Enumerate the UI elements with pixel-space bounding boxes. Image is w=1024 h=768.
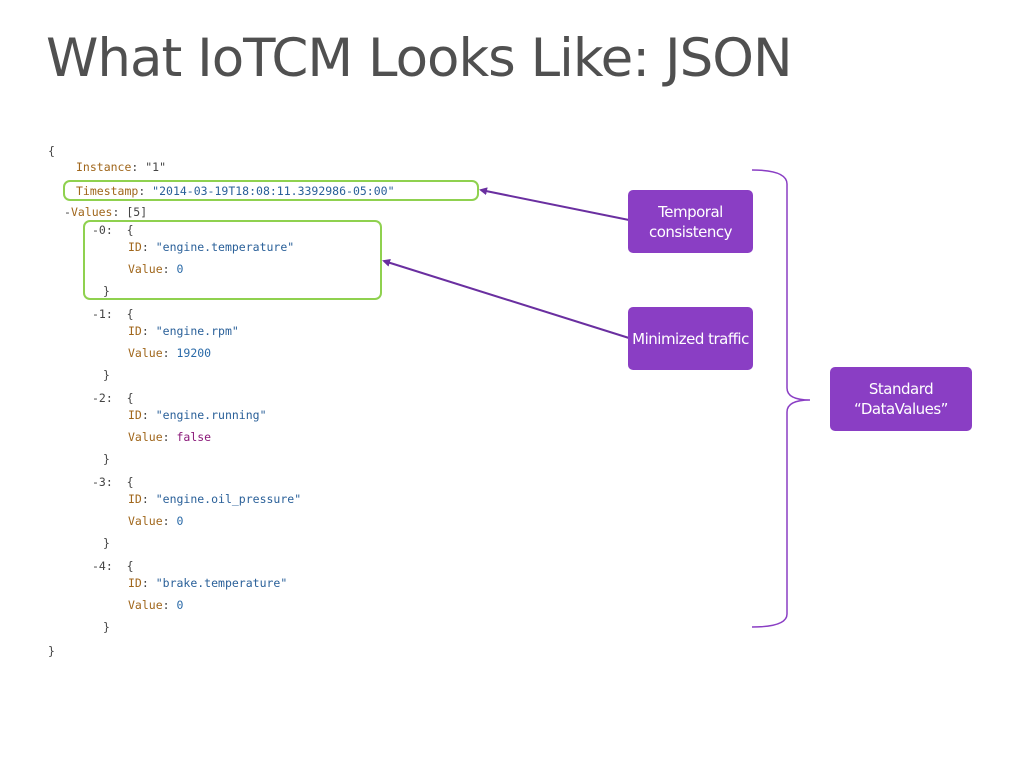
item-index[interactable]: -1: xyxy=(92,307,113,321)
json-timestamp-line: Timestamp: "2014-03-19T18:08:11.3392986-… xyxy=(76,184,395,198)
callout-standard-line2: “DataValues” xyxy=(854,400,948,418)
value-item-id-line: ID: "engine.running" xyxy=(128,408,267,422)
minimized-arrow xyxy=(382,258,630,339)
value-item-close-brace: } xyxy=(103,452,110,466)
item-id-key: ID xyxy=(128,576,142,590)
callout-minimized-traffic: Minimized traffic xyxy=(628,307,753,370)
curly-brace-icon xyxy=(751,169,811,628)
item-id-value: "engine.temperature" xyxy=(155,240,295,254)
value-item-header: -2: { xyxy=(92,391,134,405)
item-value: 0 xyxy=(176,514,184,528)
item-id-value: "brake.temperature" xyxy=(155,576,288,590)
timestamp-value: "2014-03-19T18:08:11.3392986-05:00" xyxy=(152,184,395,198)
temporal-arrow xyxy=(479,187,630,221)
instance-key: Instance xyxy=(76,160,132,174)
value-item-value-line: Value: 0 xyxy=(128,514,184,528)
item-id-key: ID xyxy=(128,240,142,254)
callout-standard-line1: Standard xyxy=(868,380,934,398)
item-value: 19200 xyxy=(176,346,212,360)
item-index[interactable]: -2: xyxy=(92,391,113,405)
value-item-header: -4: { xyxy=(92,559,134,573)
item-value-key: Value xyxy=(128,598,163,612)
item-value-key: Value xyxy=(128,514,163,528)
item-value: 0 xyxy=(176,262,184,276)
value-item-id-line: ID: "engine.temperature" xyxy=(128,240,295,254)
value-item-close-brace: } xyxy=(103,284,110,298)
item-index[interactable]: -4: xyxy=(92,559,113,573)
item-value-key: Value xyxy=(128,430,163,444)
value-item-value-line: Value: 19200 xyxy=(128,346,212,360)
values-key: Values xyxy=(70,205,113,219)
value-item-header: -0: { xyxy=(92,223,134,237)
value-item-id-line: ID: "engine.oil_pressure" xyxy=(128,492,302,506)
json-close-brace: } xyxy=(48,644,55,658)
json-open-brace: { xyxy=(48,144,55,158)
values-collapse-toggle[interactable]: - xyxy=(64,205,71,219)
value-item-close-brace: } xyxy=(103,368,110,382)
item-value-key: Value xyxy=(128,262,163,276)
value-item-id-line: ID: "brake.temperature" xyxy=(128,576,288,590)
value-item-id-line: ID: "engine.rpm" xyxy=(128,324,239,338)
value-item-value-line: Value: 0 xyxy=(128,262,184,276)
values-count: [5] xyxy=(126,205,148,219)
value-item-close-brace: } xyxy=(103,536,110,550)
item-id-value: "engine.oil_pressure" xyxy=(155,492,302,506)
callout-minimized-label: Minimized traffic xyxy=(632,329,749,348)
item-value: false xyxy=(176,430,212,444)
json-values-line: -Values: [5] xyxy=(64,205,148,219)
callout-standard-datavalues: Standard “DataValues” xyxy=(830,367,972,431)
item-id-key: ID xyxy=(128,492,142,506)
item-index[interactable]: -3: xyxy=(92,475,113,489)
value-item-header: -1: { xyxy=(92,307,134,321)
callout-temporal-consistency: Temporal consistency xyxy=(628,190,753,253)
item-id-value: "engine.rpm" xyxy=(155,324,239,338)
timestamp-highlight-box xyxy=(63,180,479,201)
item-value: 0 xyxy=(176,598,184,612)
item-id-value: "engine.running" xyxy=(155,408,267,422)
item-id-key: ID xyxy=(128,408,142,422)
item-value-key: Value xyxy=(128,346,163,360)
value-0-highlight-box xyxy=(83,220,382,300)
value-item-value-line: Value: false xyxy=(128,430,212,444)
timestamp-key: Timestamp xyxy=(76,184,139,198)
item-id-key: ID xyxy=(128,324,142,338)
slide-title: What IoTCM Looks Like: JSON xyxy=(46,28,793,89)
item-index[interactable]: -0: xyxy=(92,223,113,237)
instance-value: "1" xyxy=(145,160,167,174)
value-item-value-line: Value: 0 xyxy=(128,598,184,612)
callout-temporal-label: Temporal consistency xyxy=(649,202,732,241)
value-item-close-brace: } xyxy=(103,620,110,634)
value-item-header: -3: { xyxy=(92,475,134,489)
json-instance-line: Instance: "1" xyxy=(76,160,167,174)
